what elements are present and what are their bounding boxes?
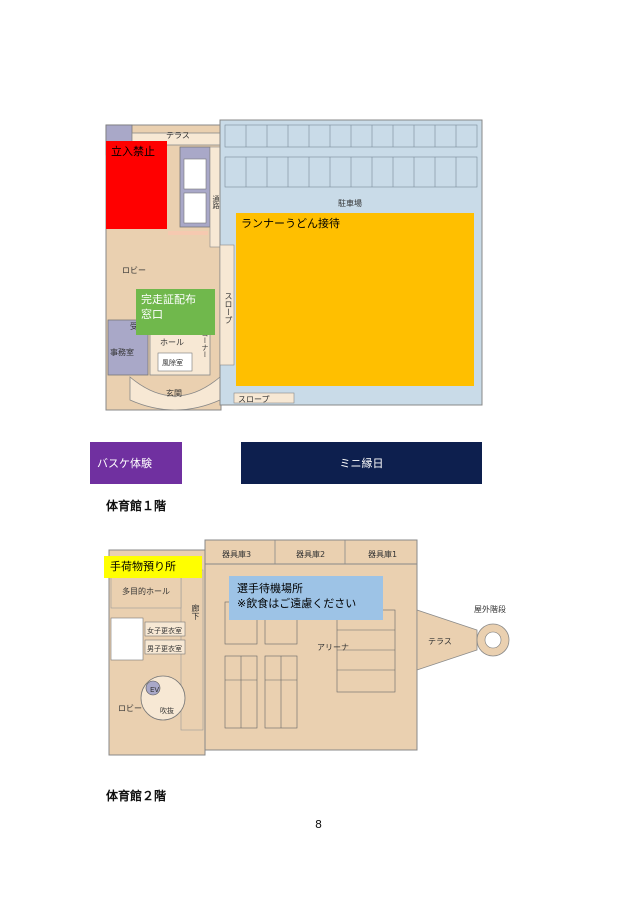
floor1-caption: 体育館１階 [106, 499, 167, 513]
floor2-men-change-label: 男子更衣室 [147, 645, 182, 653]
floor1-hall-label: ホール [160, 338, 184, 347]
floor1-slope-bottom-label: スロープ [238, 395, 270, 404]
floor1-reception-label: 受 [130, 322, 138, 331]
page-number: 8 [315, 818, 322, 831]
floor2-lobby-label: ロビー [118, 704, 142, 713]
floor1-bottom-slope [233, 392, 295, 404]
floor2-multipurpose [110, 573, 182, 609]
zone-luggage: 手荷物預り所 [104, 556, 202, 578]
floor1-corridor-label: 通路 [212, 195, 220, 209]
floor2-storage2-label: 器具庫2 [296, 550, 326, 559]
floor2-terrace-label: テラス [428, 637, 452, 646]
floor2-storage-strip [204, 539, 418, 565]
floor2-outdoor-stairs-label: 屋外階段 [474, 605, 506, 614]
zone-certificate: 完走証配布 窓口 [136, 289, 215, 335]
floor2-men-changing [144, 639, 186, 655]
floor2-storage3-label: 器具庫3 [222, 550, 252, 559]
floor1-office [107, 319, 149, 376]
floor1-entrance-label: 玄関 [166, 389, 182, 398]
mini-ennichi-label: ミニ縁日 [339, 457, 384, 470]
floor2-corridor-label: 廊下 [191, 604, 200, 620]
zone-no-entry: 立入禁止 [106, 141, 167, 229]
floor2-terrace [416, 609, 478, 671]
zone-runner-udon: ランナーうどん接待 [236, 213, 474, 386]
floor1-corner-label: コーナー [201, 330, 209, 358]
floor1-lobby-label: ロビー [122, 266, 146, 275]
floor2-multipurpose-label: 多目的ホール [122, 587, 170, 596]
floor1-terrace-label: テラス [166, 131, 190, 140]
floor2-ev-label: EV [150, 686, 160, 694]
floor1-slope-vertical-label: スロープ [224, 292, 233, 324]
basket-experience-label: バスケ体験 [97, 457, 152, 470]
floor2-caption: 体育館２階 [106, 789, 167, 803]
zone-waiting: 選手待機場所 ※飲食はご遠慮ください [229, 576, 383, 620]
floor1-parking-label: 駐車場 [338, 199, 362, 208]
floor1-windbreak [157, 352, 193, 372]
floor2-storage1-label: 器具庫1 [368, 550, 398, 559]
floor1-parking-stalls [224, 124, 478, 188]
floor1-slope-strip [219, 244, 235, 366]
floor2-women-changing [144, 621, 186, 637]
mini-ennichi-button[interactable]: ミニ縁日 [241, 442, 482, 484]
basket-experience-button[interactable]: バスケ体験 [90, 442, 182, 484]
floor2-restroom [110, 617, 144, 661]
floor2-women-change-label: 女子更衣室 [147, 627, 182, 635]
floor2-arena-label: アリーナ [317, 643, 349, 652]
floor2-stairwell-label: 吹抜 [160, 707, 174, 715]
floor1-windbreak-label: 風除室 [162, 359, 183, 367]
floor1-office-label: 事務室 [110, 348, 134, 357]
